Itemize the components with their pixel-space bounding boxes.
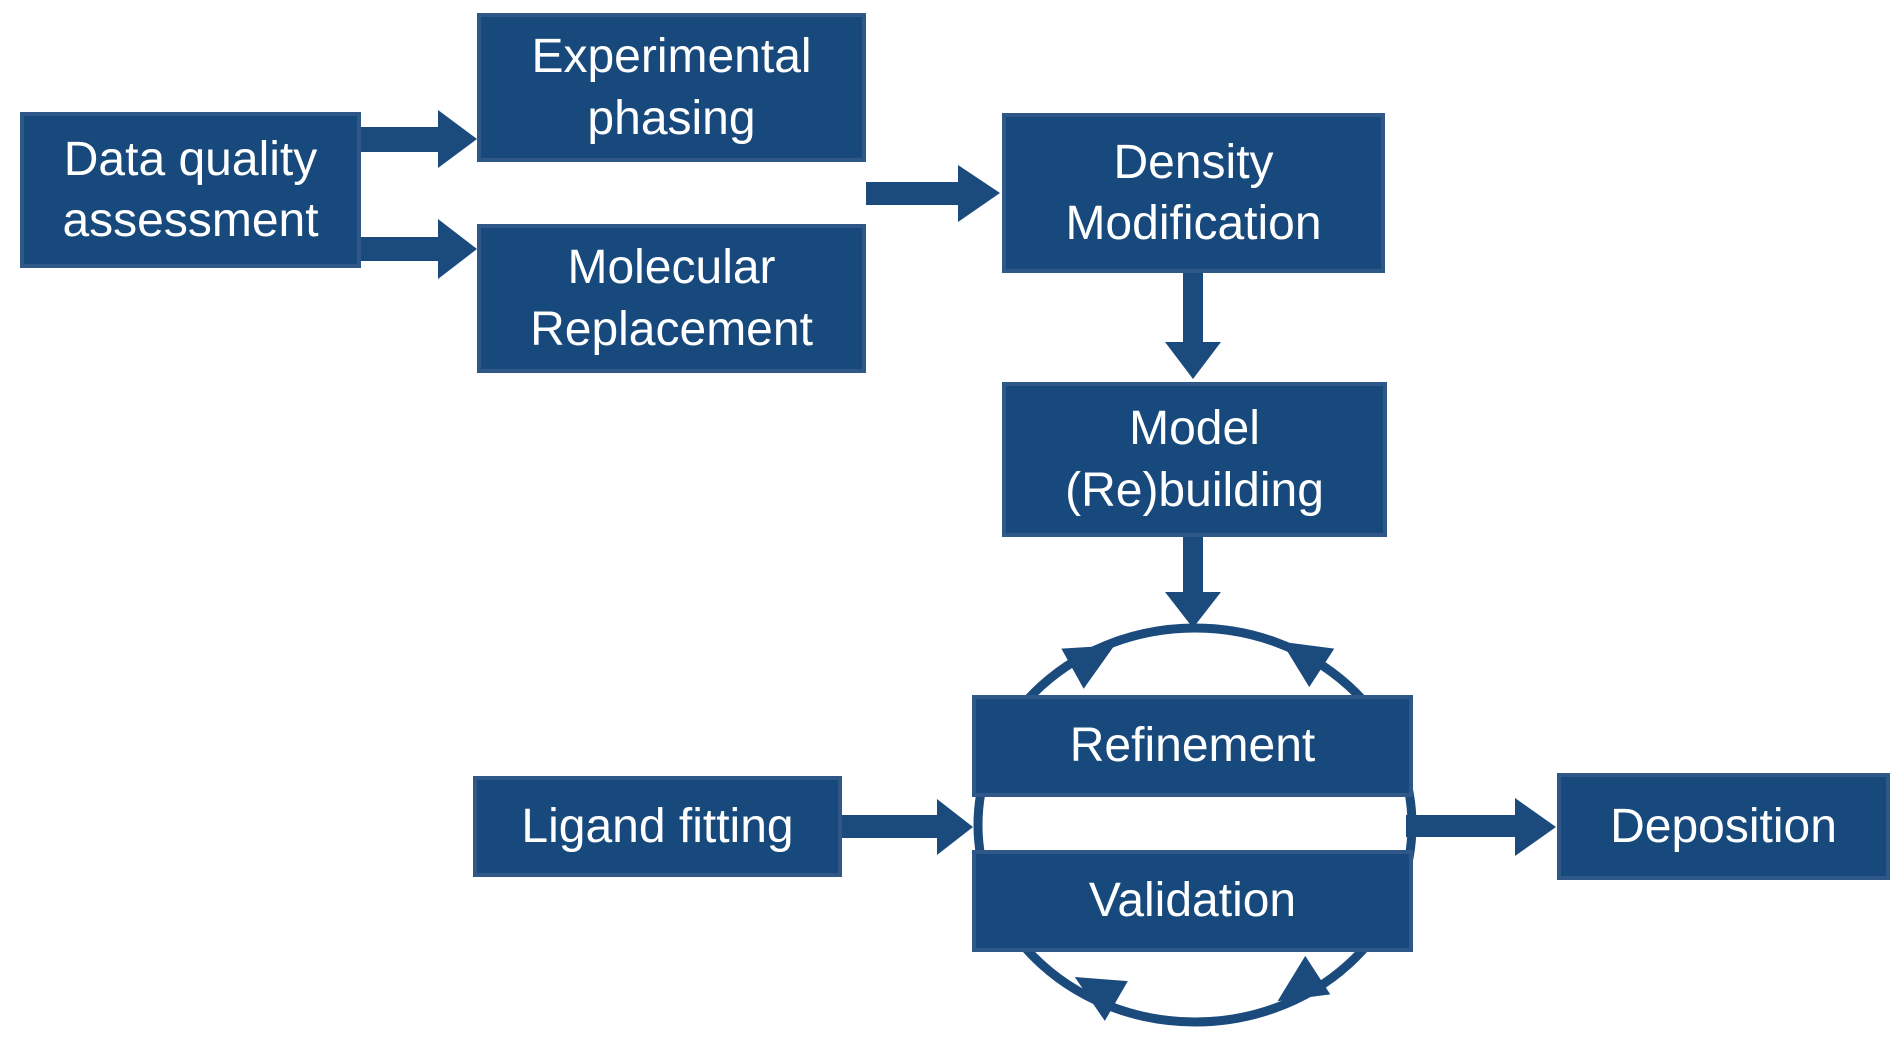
box-data-quality-assessment-label: Data quality assessment (62, 132, 319, 247)
cycle-arrowhead-bottom-right-icon (1277, 955, 1331, 1002)
box-density-modification: Density Modification (1002, 113, 1385, 273)
cycle-arrowhead-top-right-icon (1281, 641, 1335, 688)
box-deposition-label: Deposition (1610, 799, 1837, 853)
arrow-density-modification-to-model-rebuilding (1165, 273, 1221, 379)
arrow-data-quality-to-experimental-phasing (361, 110, 477, 168)
box-data-quality-assessment: Data quality assessment (20, 112, 361, 268)
box-ligand-fitting-label: Ligand fitting (521, 799, 794, 853)
box-ligand-fitting: Ligand fitting (473, 776, 842, 877)
cycle-ring (973, 623, 1417, 1027)
box-experimental-phasing: Experimental phasing (477, 13, 866, 162)
arrow-ligand-fitting-to-cycle (842, 799, 973, 855)
cycle-arrowhead-bottom-left-icon (1074, 977, 1128, 1021)
arrow-data-quality-to-molecular-replacement (361, 219, 477, 279)
box-model-rebuilding: Model (Re)building (1002, 382, 1387, 537)
arrow-cycle-to-deposition (1406, 798, 1556, 856)
box-validation-label: Validation (1088, 874, 1297, 928)
box-deposition: Deposition (1557, 773, 1890, 880)
box-molecular-replacement-label: Molecular Replacement (530, 241, 813, 356)
box-refinement: Refinement (972, 695, 1413, 797)
cycle-arrowhead-top-left-icon (1061, 645, 1115, 689)
arrow-phasing-to-density-modification (866, 165, 1000, 222)
box-molecular-replacement: Molecular Replacement (477, 224, 866, 373)
box-density-modification-label: Density Modification (1065, 135, 1322, 250)
arrow-model-rebuilding-to-cycle (1165, 537, 1221, 628)
box-validation: Validation (972, 850, 1413, 952)
box-refinement-label: Refinement (1069, 719, 1316, 773)
box-model-rebuilding-label: Model (Re)building (1065, 402, 1324, 517)
box-experimental-phasing-label: Experimental phasing (531, 30, 812, 145)
